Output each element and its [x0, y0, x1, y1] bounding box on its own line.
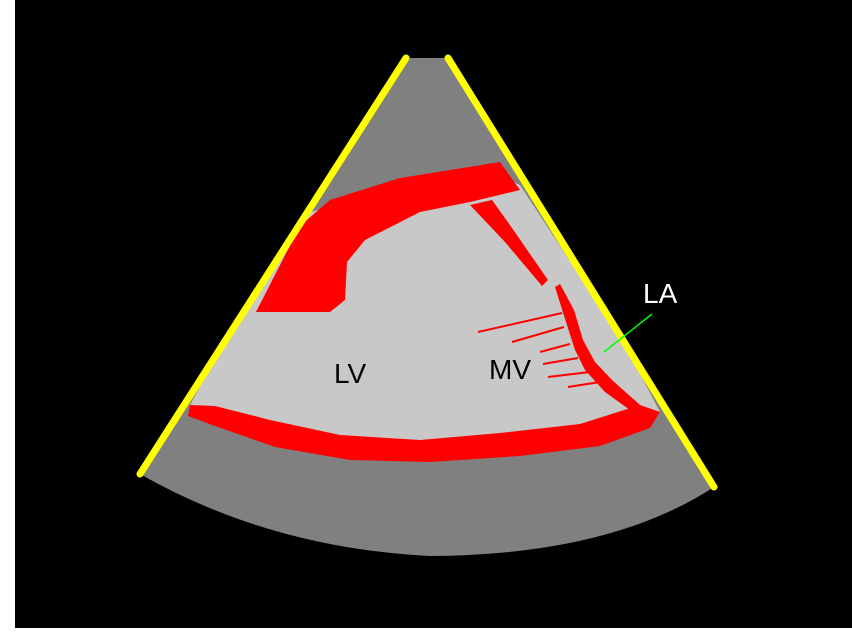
- sector-left-edge: [136, 54, 410, 478]
- posterior-mitral-leaflet: [555, 284, 640, 410]
- chorda-line: [477, 312, 563, 333]
- la-pointer-line: [603, 313, 653, 353]
- sector-right-edge: [444, 54, 718, 491]
- posterior-wall: [188, 405, 660, 462]
- chorda-line: [539, 343, 571, 353]
- chorda-line: [542, 357, 579, 365]
- label-lv: LV: [334, 358, 366, 389]
- mitral-chordae: [477, 312, 601, 388]
- septum-wall: [256, 162, 520, 312]
- chorda-line: [567, 381, 601, 388]
- chorda-line: [511, 326, 565, 343]
- chorda-line: [547, 371, 591, 378]
- label-mv: MV: [489, 354, 531, 385]
- label-la: LA: [643, 278, 678, 309]
- anterior-mitral-leaflet: [470, 200, 548, 286]
